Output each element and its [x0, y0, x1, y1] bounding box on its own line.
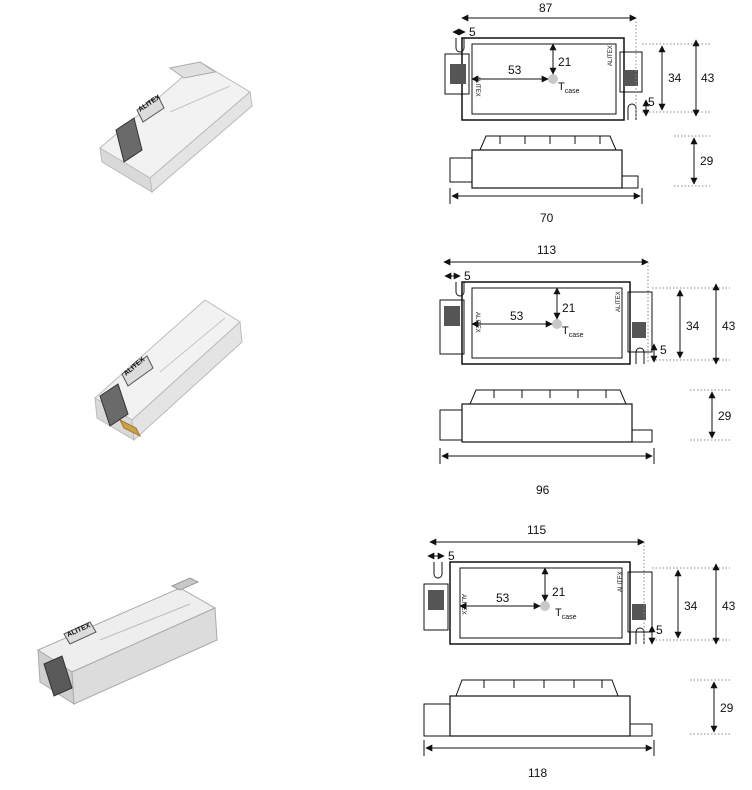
tcase-point-1	[548, 74, 558, 84]
drawing-1: ALITEX ALITEX 21 53 Tcase 87 5 34 43	[444, 1, 715, 225]
top-logo-1a: ALITEX	[474, 76, 480, 97]
tcase-point-3	[540, 601, 550, 611]
width-2: 34	[686, 319, 700, 333]
side-view-2: 29 96	[439, 389, 732, 497]
length-3: 115	[527, 523, 546, 537]
tcase-x-3: 53	[496, 591, 510, 605]
tcase-label-2: Tcase	[562, 325, 584, 339]
tcase-y-2: 21	[562, 301, 576, 315]
top-view-2: ALITEX ALITEX 21 53 Tcase 113 5 34 43	[439, 243, 736, 365]
tcase-label-1: Tcase	[558, 81, 580, 95]
tcase-x-2: 53	[510, 309, 524, 323]
top-logo-3a: ALITEX	[460, 594, 466, 615]
height-3: 29	[720, 701, 734, 715]
tcase-y-3: 21	[552, 585, 566, 599]
width-overall-1: 43	[701, 71, 715, 85]
height-2: 29	[718, 409, 732, 423]
product-photo-2: ALITEX	[94, 299, 243, 442]
foot-2: 5	[660, 343, 667, 357]
width-3: 34	[684, 599, 698, 613]
length-1: 87	[539, 1, 553, 15]
top-logo-2a: ALITEX	[474, 312, 480, 333]
tcase-y-1: 21	[558, 55, 572, 69]
base-length-2: 96	[536, 483, 550, 497]
side-view-1: 29 70	[449, 135, 714, 225]
offset-3: 5	[448, 549, 455, 563]
base-length-3: 118	[528, 766, 547, 780]
product-photo-3: ALITEX	[36, 577, 218, 705]
top-view-1: ALITEX ALITEX 21 53 Tcase 87 5 34 43	[444, 1, 715, 121]
side-view-3: 29 118	[423, 679, 734, 780]
width-overall-3: 43	[722, 599, 736, 613]
foot-1: 5	[648, 95, 655, 109]
tcase-x-1: 53	[508, 63, 522, 77]
drawing-2: ALITEX ALITEX 21 53 Tcase 113 5 34 43	[439, 243, 736, 497]
top-logo-1b: ALITEX	[608, 45, 614, 66]
tcase-label-3: Tcase	[555, 607, 577, 621]
tcase-point-2	[552, 319, 562, 329]
length-2: 113	[537, 243, 556, 257]
offset-1: 5	[469, 25, 476, 39]
height-1: 29	[700, 154, 714, 168]
offset-2: 5	[464, 269, 471, 283]
top-logo-2b: ALITEX	[616, 291, 622, 312]
base-length-1: 70	[540, 211, 554, 225]
foot-3: 5	[656, 623, 663, 637]
width-1: 34	[668, 71, 682, 85]
width-overall-2: 43	[722, 319, 736, 333]
top-logo-3b: ALITEX	[618, 571, 624, 592]
top-view-3: ALITEX ALITEX 21 53 Tcase 115 5 34 43	[423, 523, 736, 645]
drawing-3: ALITEX ALITEX 21 53 Tcase 115 5 34 43	[423, 523, 736, 780]
product-photo-1: ALITEX	[99, 61, 253, 193]
